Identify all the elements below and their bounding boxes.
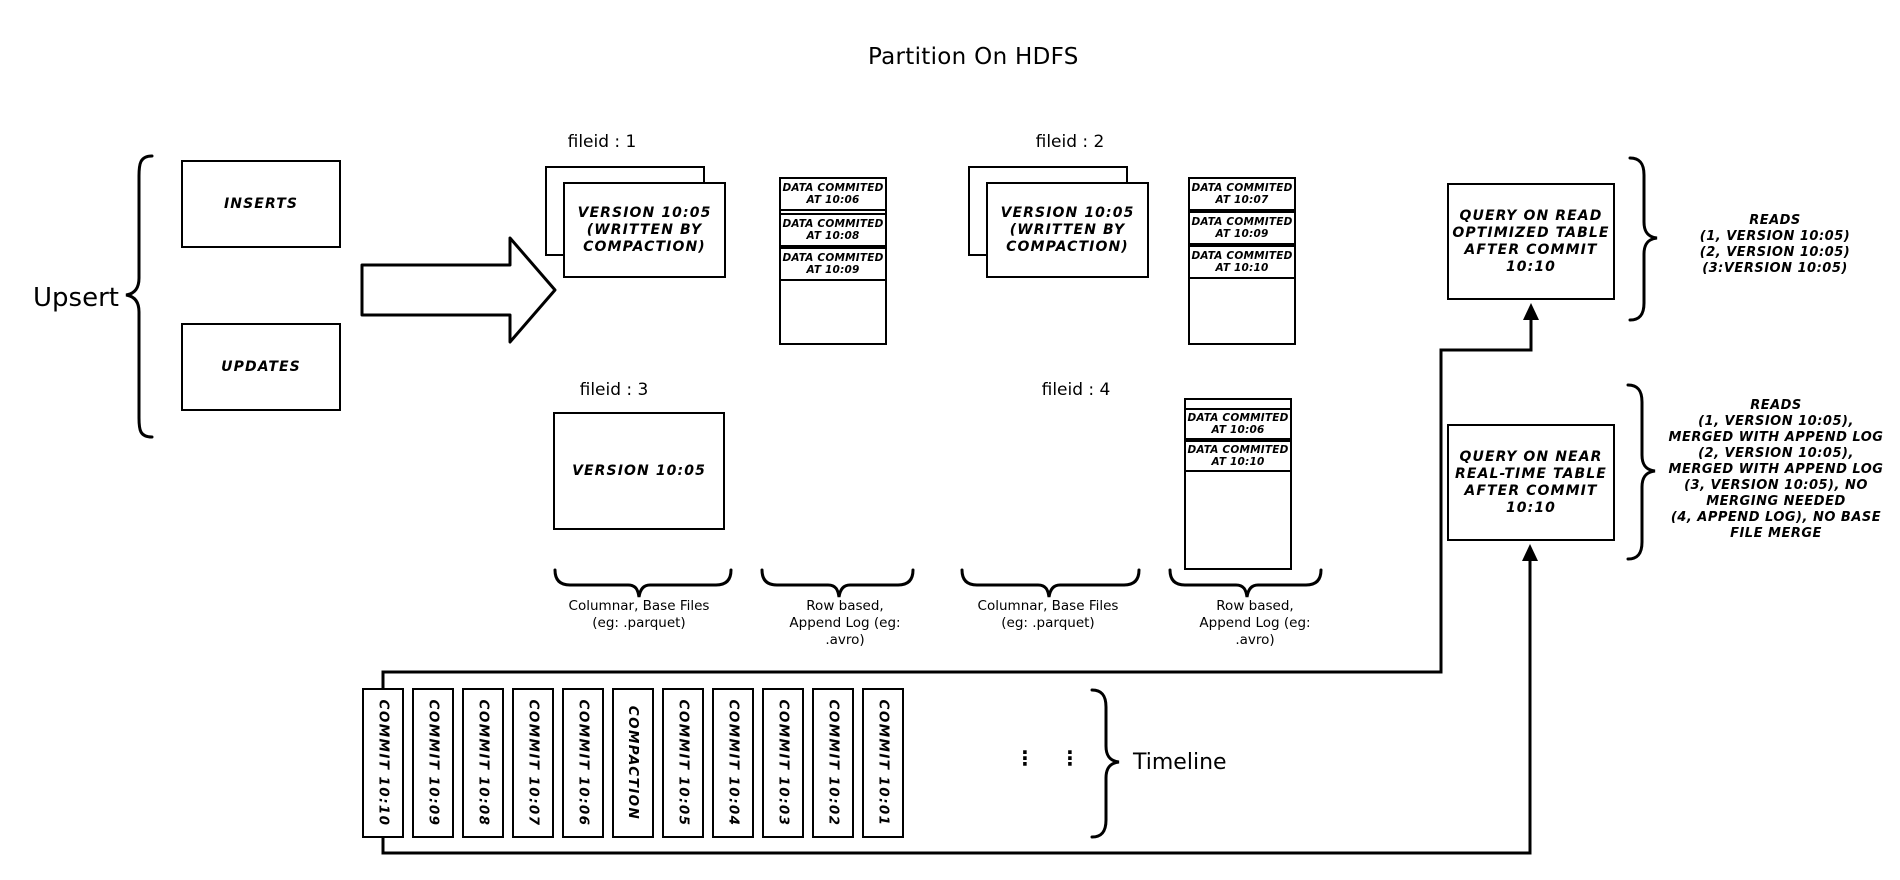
timeline-commit-box[interactable]: COMMIT 10:01: [862, 688, 904, 838]
fileid-4-log-entry-label: DATA COMMITED AT 10:06: [1187, 412, 1289, 436]
fileid-1-log-entry-label: DATA COMMITED AT 10:08: [782, 218, 884, 242]
rowbased-caption-left: Row based, Append Log (eg: .avro): [789, 598, 901, 648]
fileid-1-base-file[interactable]: VERSION 10:05 (WRITTEN BY COMPACTION): [563, 182, 726, 278]
timeline-commit-box[interactable]: COMMIT 10:10: [362, 688, 404, 838]
updates-box[interactable]: UPDATES: [181, 323, 341, 411]
timeline-commit-box[interactable]: COMMIT 10:08: [462, 688, 504, 838]
query-near-realtime-label: QUERY ON NEAR REAL-TIME TABLE AFTER COMM…: [1455, 448, 1607, 516]
fileid-2-base-file-label: VERSION 10:05 (WRITTEN BY COMPACTION): [1000, 204, 1135, 255]
timeline-brace: [1090, 688, 1120, 839]
inserts-label: INSERTS: [223, 195, 299, 212]
fileid-4-log-stack: DATA COMMITED AT 10:06 DATA COMMITED AT …: [1184, 398, 1292, 570]
arrowhead-read-optimized: [1523, 303, 1539, 320]
fileid-1-log-entry[interactable]: DATA COMMITED AT 10:06: [779, 177, 887, 211]
fileid-4-log-entry[interactable]: DATA COMMITED AT 10:10: [1184, 440, 1292, 472]
timeline-ellipsis-2: ⋮: [1060, 746, 1080, 770]
reads-brace-top: [1628, 156, 1658, 322]
reads-read-optimized: READS (1, VERSION 10:05) (2, VERSION 10:…: [1699, 213, 1851, 276]
upsert-label: Upsert: [33, 283, 119, 313]
inserts-box[interactable]: INSERTS: [181, 160, 341, 248]
fileid-4-label: fileid : 4: [1041, 380, 1111, 400]
columnar-brace-left: [553, 568, 733, 598]
timeline-commit-label: COMMIT 10:03: [775, 699, 791, 827]
connector-timeline-to-near-realtime: [381, 550, 1532, 855]
fileid-1-log-stack: DATA COMMITED AT 10:06 DATA COMMITED AT …: [779, 177, 887, 345]
fileid-2-log-entry-label: DATA COMMITED AT 10:10: [1191, 250, 1293, 274]
timeline-ellipsis-1: ⋮: [1015, 746, 1035, 770]
arrowhead-near-realtime: [1522, 544, 1538, 561]
timeline-commit-box[interactable]: COMMIT 10:05: [662, 688, 704, 838]
timeline-commit-label: COMMIT 10:10: [375, 699, 391, 827]
query-read-optimized-box[interactable]: QUERY ON READ OPTIMIZED TABLE AFTER COMM…: [1447, 183, 1615, 300]
timeline-commit-label: COMMIT 10:01: [875, 699, 891, 827]
columnar-brace-right: [960, 568, 1141, 598]
fileid-2-log-entry[interactable]: DATA COMMITED AT 10:07: [1188, 177, 1296, 211]
timeline-commit-box[interactable]: COMMIT 10:02: [812, 688, 854, 838]
timeline-commit-label: COMMIT 10:04: [725, 699, 741, 827]
timeline-commit-label: COMMIT 10:08: [475, 699, 491, 827]
timeline-commit-box[interactable]: COMMIT 10:03: [762, 688, 804, 838]
timeline-commit-box[interactable]: COMMIT 10:04: [712, 688, 754, 838]
fileid-4-log-entry-label: DATA COMMITED AT 10:10: [1187, 444, 1289, 468]
fileid-1-label: fileid : 1: [567, 132, 637, 152]
timeline-commit-label: COMMIT 10:05: [675, 699, 691, 827]
query-read-optimized-label: QUERY ON READ OPTIMIZED TABLE AFTER COMM…: [1452, 207, 1610, 275]
timeline-commit-label: COMPACTION: [625, 705, 642, 821]
timeline-commit-label: COMMIT 10:09: [425, 699, 441, 827]
timeline-commit-box[interactable]: COMMIT 10:07: [512, 688, 554, 838]
fileid-3-base-file-label: VERSION 10:05: [572, 462, 706, 479]
rowbased-brace-right: [1168, 568, 1323, 598]
timeline-commit-box[interactable]: COMMIT 10:06: [562, 688, 604, 838]
fileid-1-base-file-label: VERSION 10:05 (WRITTEN BY COMPACTION): [577, 204, 712, 255]
fileid-3-label: fileid : 3: [579, 380, 649, 400]
columnar-caption-left: Columnar, Base Files (eg: .parquet): [568, 598, 710, 631]
fileid-1-log-entry-label: DATA COMMITED AT 10:09: [782, 252, 884, 276]
fileid-1-log-entry-label: DATA COMMITED AT 10:06: [782, 182, 884, 206]
page-title: Partition On HDFS: [868, 44, 1079, 70]
query-near-realtime-box[interactable]: QUERY ON NEAR REAL-TIME TABLE AFTER COMM…: [1447, 424, 1615, 541]
fileid-1-log-entry[interactable]: DATA COMMITED AT 10:08: [779, 213, 887, 247]
fileid-4-log-entry[interactable]: DATA COMMITED AT 10:06: [1184, 408, 1292, 440]
timeline-commit-label: COMMIT 10:06: [575, 699, 591, 827]
fileid-1-log-entry[interactable]: DATA COMMITED AT 10:09: [779, 247, 887, 281]
fileid-2-base-file[interactable]: VERSION 10:05 (WRITTEN BY COMPACTION): [986, 182, 1149, 278]
updates-label: UPDATES: [221, 358, 301, 375]
timeline-commit-label: COMMIT 10:07: [525, 699, 541, 827]
fileid-2-log-entry[interactable]: DATA COMMITED AT 10:10: [1188, 245, 1296, 279]
upsert-brace: [125, 154, 154, 439]
rowbased-caption-right: Row based, Append Log (eg: .avro): [1199, 598, 1311, 648]
fileid-2-label: fileid : 2: [1035, 132, 1105, 152]
reads-near-realtime: READS (1, VERSION 10:05), MERGED WITH AP…: [1668, 398, 1884, 541]
timeline-commit-box[interactable]: COMMIT 10:09: [412, 688, 454, 838]
fileid-2-log-entry-label: DATA COMMITED AT 10:07: [1191, 182, 1293, 206]
timeline-commit-label: COMMIT 10:02: [825, 699, 841, 827]
fileid-2-log-entry[interactable]: DATA COMMITED AT 10:09: [1188, 211, 1296, 245]
fileid-3-base-file[interactable]: VERSION 10:05: [553, 412, 725, 530]
rowbased-brace-left: [760, 568, 915, 598]
fileid-2-log-stack: DATA COMMITED AT 10:07 DATA COMMITED AT …: [1188, 177, 1296, 345]
timeline-label: Timeline: [1133, 750, 1227, 775]
columnar-caption-right: Columnar, Base Files (eg: .parquet): [977, 598, 1119, 631]
fileid-2-log-entry-label: DATA COMMITED AT 10:09: [1191, 216, 1293, 240]
timeline-commit-box[interactable]: COMPACTION: [612, 688, 654, 838]
commit-arrow-label: Commit 10:10: [383, 283, 498, 302]
